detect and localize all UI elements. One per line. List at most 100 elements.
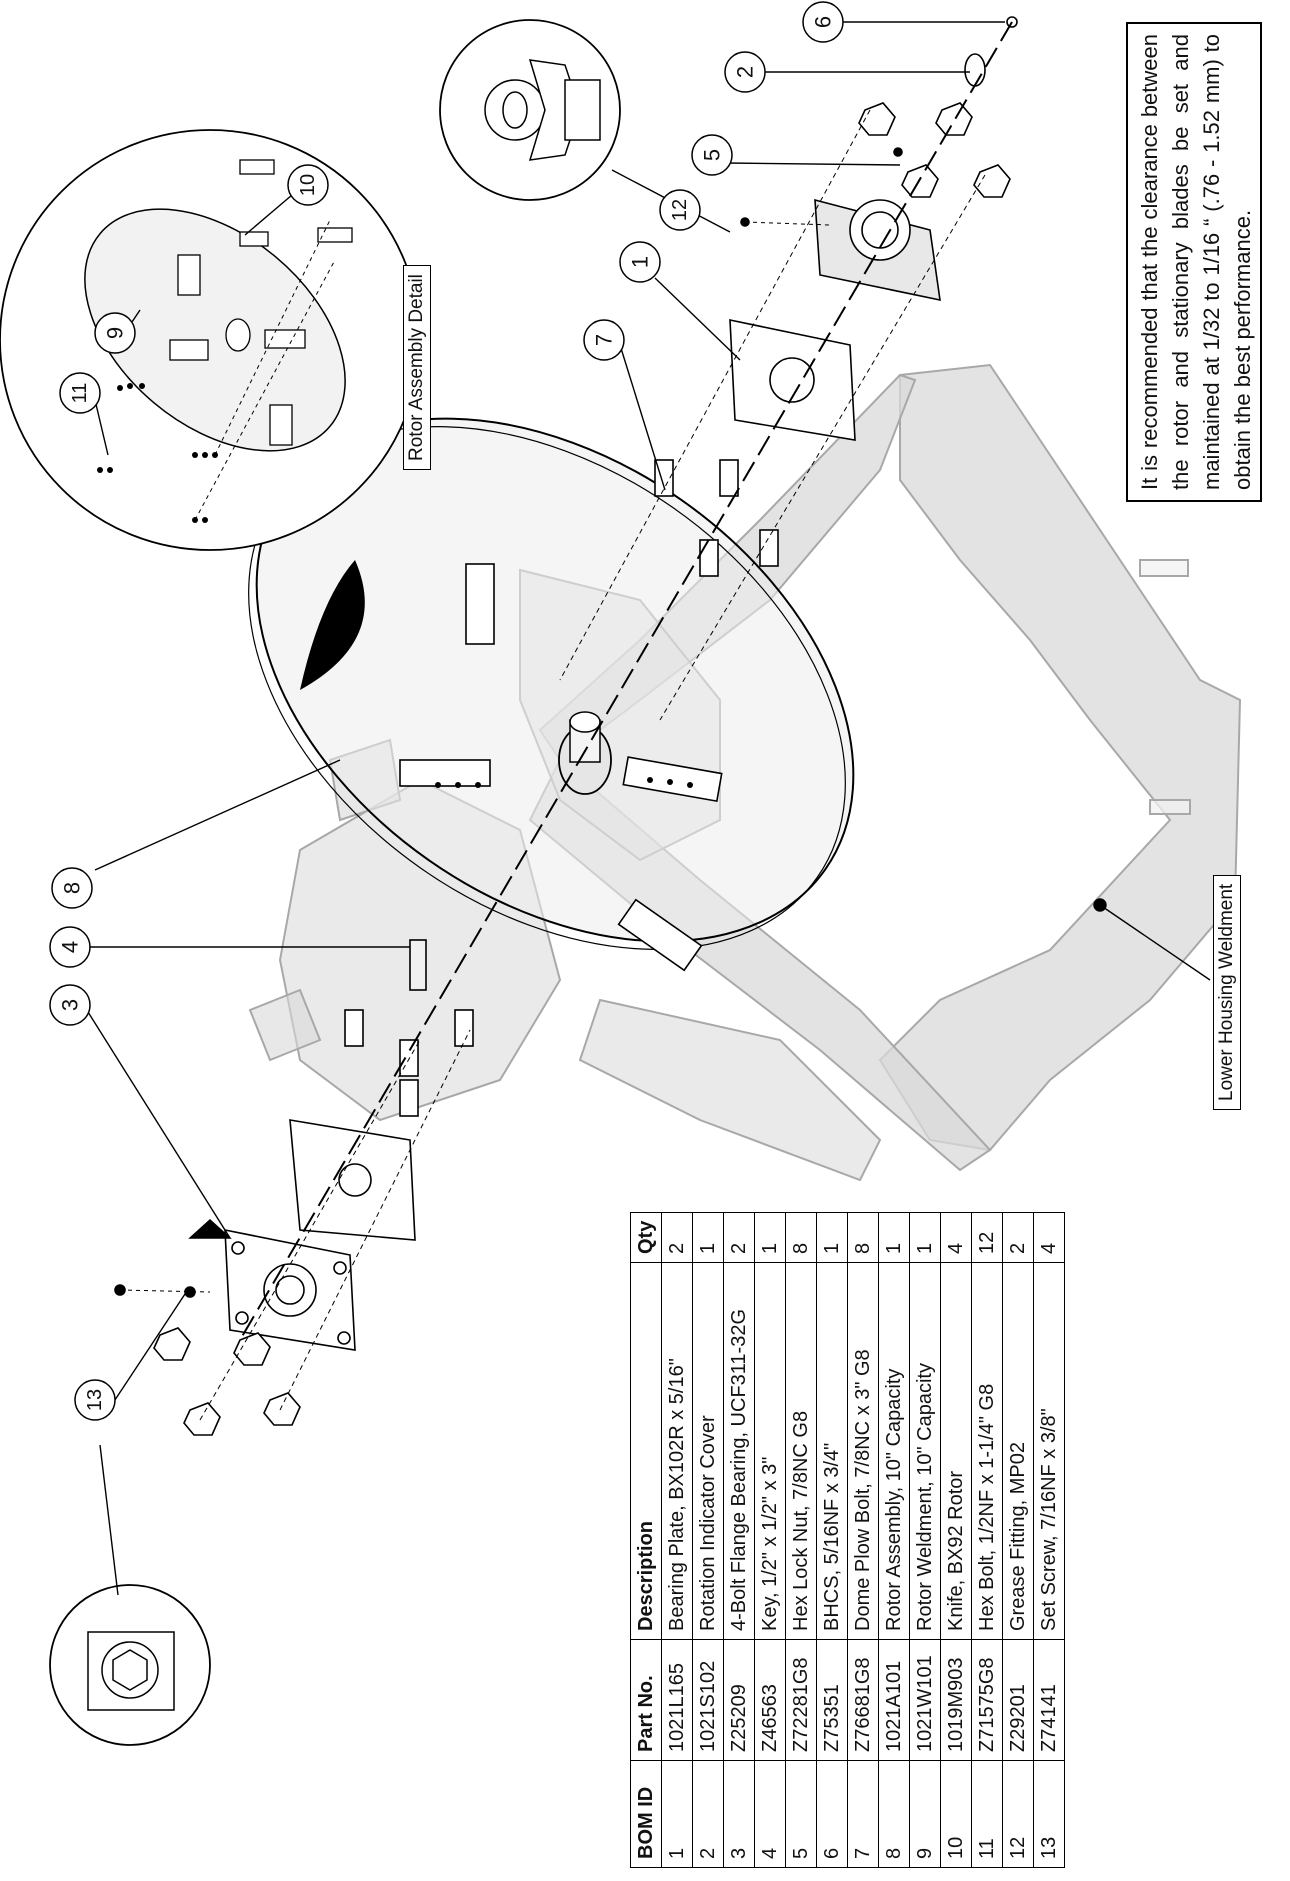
bom-part: Z25209 <box>723 1639 755 1761</box>
callout-4-text: 4 <box>58 941 83 953</box>
bom-id: 4 <box>754 1760 786 1868</box>
callout-12-text: 12 <box>669 199 691 221</box>
bom-header-part: Part No. <box>630 1639 662 1761</box>
bom-description: Rotor Weldment, 10" Capacity <box>909 1262 941 1640</box>
leader-lines <box>87 21 1211 1596</box>
bom-part: 1021S102 <box>692 1639 724 1761</box>
left-bearing-group <box>114 939 474 1436</box>
callout-3-text: 3 <box>58 999 83 1011</box>
bom-qty: 4 <box>1033 1212 1065 1263</box>
bom-id: 8 <box>878 1760 910 1868</box>
bom-qty: 2 <box>1002 1212 1034 1263</box>
callout-11-text: 11 <box>69 383 91 404</box>
bom-qty: 12 <box>971 1212 1003 1263</box>
bom-description: Grease Fitting, MP02 <box>1002 1262 1034 1640</box>
lower-housing-weldment-label: Lower Housing Weldment <box>1213 874 1241 1110</box>
bom-id: 2 <box>692 1760 724 1868</box>
callout-11: 11 <box>59 372 101 414</box>
bom-description: Knife, BX92 Rotor <box>940 1262 972 1640</box>
bom-id: 3 <box>723 1760 755 1868</box>
bom-header-qty: Qty <box>630 1212 662 1263</box>
bom-qty: 1 <box>909 1212 941 1263</box>
bom-qty: 8 <box>785 1212 817 1263</box>
rotor-assembly-detail-label: Rotor Assembly Detail <box>403 265 431 470</box>
bom-header-description: Description <box>630 1262 662 1640</box>
callout-9-text: 9 <box>103 327 128 339</box>
bom-id: 7 <box>847 1760 879 1868</box>
rotor-assembly-detail <box>0 129 421 690</box>
right-bearing-group <box>654 16 1018 577</box>
bom-description: Rotation Indicator Cover <box>692 1262 724 1640</box>
bom-id: 1 <box>661 1760 693 1868</box>
bom-qty: 1 <box>754 1212 786 1263</box>
callout-10-text: 10 <box>297 174 319 196</box>
callout-6-text: 6 <box>811 16 836 28</box>
callout-3: 3 <box>49 984 91 1026</box>
bom-part: Z76681G8 <box>847 1639 879 1761</box>
callout-1-text: 1 <box>628 256 653 268</box>
bom-part: Z71575G8 <box>971 1639 1003 1761</box>
callout-6: 6 <box>802 1 844 43</box>
bom-description: Hex Lock Nut, 7/8NC G8 <box>785 1262 817 1640</box>
callout-4: 4 <box>49 926 91 968</box>
bom-qty: 8 <box>847 1212 879 1263</box>
bom-id: 12 <box>1002 1760 1034 1868</box>
bom-description: BHCS, 5/16NF x 3/4" <box>816 1262 848 1640</box>
bom-description: Hex Bolt, 1/2NF x 1-1/4" G8 <box>971 1262 1003 1640</box>
bom-id: 11 <box>971 1760 1003 1868</box>
callout-8: 8 <box>51 867 93 909</box>
bom-id: 5 <box>785 1760 817 1868</box>
callout-2-text: 2 <box>733 66 758 78</box>
callout-10: 10 <box>287 164 329 206</box>
callout-2: 2 <box>724 51 766 93</box>
callout-13-text: 13 <box>84 1389 106 1411</box>
bom-description: Dome Plow Bolt, 7/8NC x 3" G8 <box>847 1262 879 1640</box>
bom-part: Z46563 <box>754 1639 786 1761</box>
bom-description: Rotor Assembly, 10" Capacity <box>878 1262 910 1640</box>
callout-5-text: 5 <box>700 149 725 161</box>
bom-part: 1019M903 <box>940 1639 972 1761</box>
bom-description: Bearing Plate, BX102R x 5/16" <box>661 1262 693 1640</box>
callout-9: 9 <box>94 312 136 354</box>
callout-8-text: 8 <box>60 882 85 894</box>
bom-part: 1021W101 <box>909 1639 941 1761</box>
assembly-guides <box>119 21 1013 1421</box>
callout-13: 13 <box>74 1379 116 1421</box>
grease-fitting-detail <box>439 19 731 233</box>
bom-description: 4-Bolt Flange Bearing, UCF311-32G <box>723 1262 755 1640</box>
bom-part: Z72281G8 <box>785 1639 817 1761</box>
bom-part: Z74141 <box>1033 1639 1065 1761</box>
bom-qty: 2 <box>723 1212 755 1263</box>
callout-1: 1 <box>619 241 661 283</box>
bom-qty: 1 <box>692 1212 724 1263</box>
bom-qty: 1 <box>816 1212 848 1263</box>
bom-part: Z75351 <box>816 1639 848 1761</box>
bom-id: 10 <box>940 1760 972 1868</box>
clearance-note: It is recommended that the clearance bet… <box>1126 22 1262 502</box>
bom-id: 13 <box>1033 1760 1065 1868</box>
bom-header-id: BOM ID <box>630 1760 662 1868</box>
callout-5: 5 <box>691 134 733 176</box>
callout-7-text: 7 <box>592 334 617 346</box>
bom-qty: 2 <box>661 1212 693 1263</box>
bom-header-row: BOM ID Part No. Description Qty <box>630 1212 662 1868</box>
bom-part: Z29201 <box>1002 1639 1034 1761</box>
callout-12: 12 <box>659 189 701 231</box>
bom-part: 1021A101 <box>878 1639 910 1761</box>
bom-description: Set Screw, 7/16NF x 3/8" <box>1033 1262 1065 1640</box>
